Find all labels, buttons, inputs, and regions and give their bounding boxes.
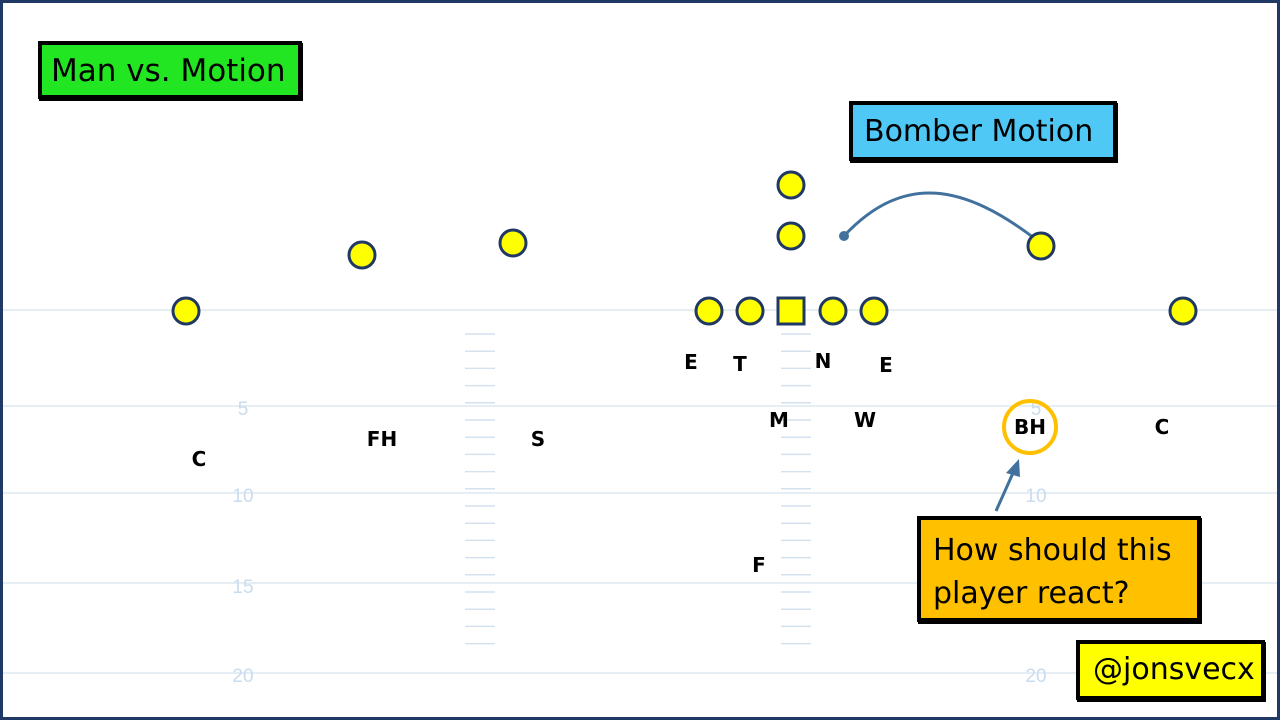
defense-free-safety: F — [752, 553, 766, 577]
defense-end-left: E — [684, 350, 698, 374]
offense-wide-receiver-right — [1168, 296, 1198, 326]
defense-tackle: T — [733, 352, 747, 376]
yard-number-15-left: 15 — [232, 577, 253, 598]
diagram-title: Man vs. Motion — [51, 53, 286, 89]
offense-slot-left-inner — [498, 228, 528, 258]
defense-nose: N — [815, 349, 832, 373]
yard-number-5-left: 5 — [238, 399, 249, 420]
highlight-ring — [1002, 399, 1058, 455]
offense-center — [776, 296, 806, 326]
defense: C FH S E T N E M W BH C F — [192, 349, 1170, 577]
author-handle: @jonsvecx — [1093, 652, 1255, 687]
pointer-arrowhead — [1006, 459, 1020, 477]
pointer-arrow-line — [994, 472, 1015, 512]
offense-quarterback — [776, 221, 806, 251]
offense-wide-receiver-left — [171, 296, 201, 326]
defense-corner-right: C — [1155, 415, 1170, 439]
football-field: 5 10 15 20 5 10 20 — [3, 170, 1277, 687]
yard-number-20-left: 20 — [232, 666, 253, 687]
offense-guard-right — [818, 296, 848, 326]
defense-will: W — [854, 408, 876, 432]
offense — [171, 170, 1198, 326]
defense-mike: M — [769, 408, 789, 432]
yard-number-10-right: 10 — [1025, 486, 1046, 507]
motion-path — [842, 191, 1039, 243]
offense-tackle-right — [859, 296, 889, 326]
question-line-2: player react? — [933, 576, 1130, 611]
offense-guard-left — [735, 296, 765, 326]
motion-start-dot — [839, 231, 849, 241]
motion-label: Bomber Motion — [864, 114, 1094, 149]
yard-number-20-right: 20 — [1025, 666, 1046, 687]
yard-number-5-right: 5 — [1031, 399, 1042, 420]
yard-number-10-left: 10 — [232, 486, 253, 507]
defense-end-right: E — [879, 353, 893, 377]
question-line-1: How should this — [933, 533, 1172, 568]
yard-numbers: 5 10 15 20 5 10 20 — [232, 399, 1046, 687]
defense-safety: S — [531, 427, 545, 451]
defense-field-half: FH — [367, 427, 397, 451]
title-callout: Man vs. Motion — [38, 41, 302, 99]
offense-tackle-left — [694, 296, 724, 326]
defense-boundary-half: BH — [1014, 415, 1046, 439]
defense-corner-left: C — [192, 447, 207, 471]
offense-running-back — [776, 170, 806, 200]
question-callout: How should this player react? — [917, 516, 1201, 622]
offense-motion-player — [1026, 231, 1056, 261]
hash-marks — [465, 333, 811, 645]
motion-callout: Bomber Motion — [849, 101, 1117, 161]
offense-slot-left-outer — [347, 240, 377, 270]
author-handle-callout: @jonsvecx — [1076, 640, 1265, 700]
